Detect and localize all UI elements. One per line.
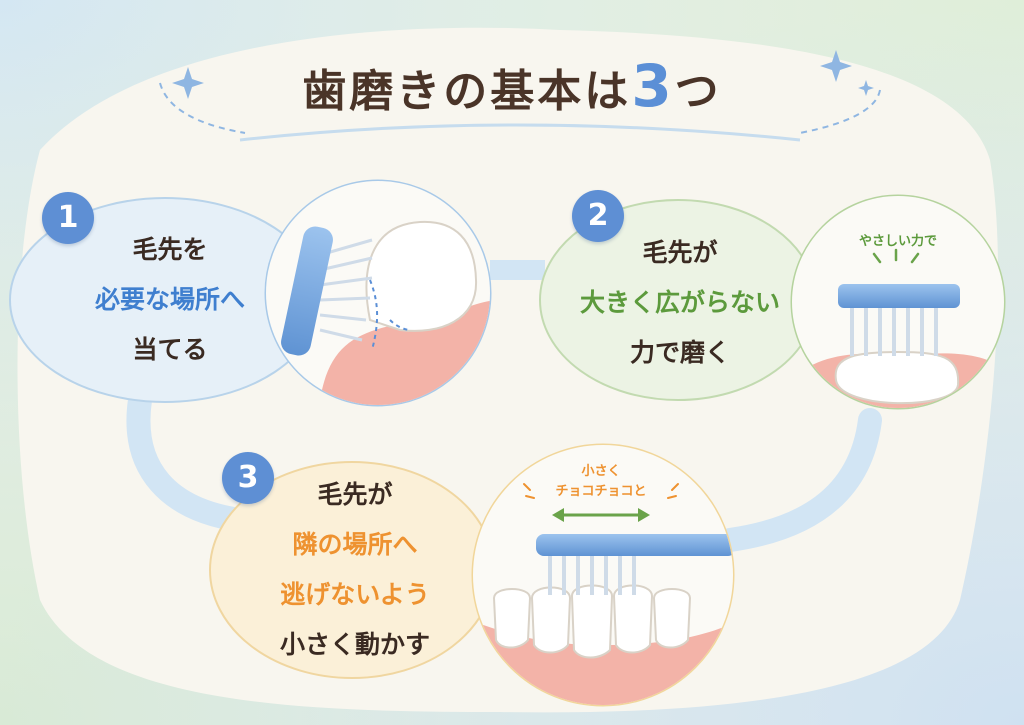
step3-line4: 小さく動かす <box>279 630 430 659</box>
step2-text: 毛先が 大きく広がらない 力で磨く <box>560 228 800 378</box>
step1-badge: 1 <box>42 192 94 244</box>
step2-line1: 毛先が <box>642 238 718 267</box>
step1-line1: 毛先を <box>132 235 208 264</box>
step3-text: 毛先が 隣の場所へ 逃げないよう 小さく動かす <box>240 470 470 670</box>
step2-badge: 2 <box>572 190 624 242</box>
step3-note-line2: チョコチョコと <box>555 484 647 499</box>
step2-line3: 力で磨く <box>629 338 730 367</box>
double-arrow-icon <box>552 508 650 522</box>
sparkle-icon-left <box>172 67 204 99</box>
step3-line3: 逃げないよう <box>280 580 430 609</box>
step1-toothbrush-illustration <box>266 181 490 405</box>
step3-badge: 3 <box>222 452 274 504</box>
step1-line2: 必要な場所へ <box>94 285 245 314</box>
title-suffix: つ <box>674 66 722 117</box>
sparkle-icon-right <box>820 50 874 96</box>
title-number: 3 <box>631 52 675 120</box>
step3-note-line1: 小さく <box>581 464 621 479</box>
step3-line1: 毛先が <box>317 480 393 509</box>
title-main: 歯磨きの基本は <box>302 66 632 117</box>
page-title: 歯磨きの基本は3つ <box>0 52 1024 120</box>
step2-line2: 大きく広がらない <box>579 288 780 317</box>
step2-note: やさしい力で <box>858 234 937 249</box>
step3-line2: 隣の場所へ <box>292 530 418 559</box>
step1-line3: 当てる <box>132 335 208 364</box>
step1-text: 毛先を 必要な場所へ 当てる <box>60 225 280 375</box>
